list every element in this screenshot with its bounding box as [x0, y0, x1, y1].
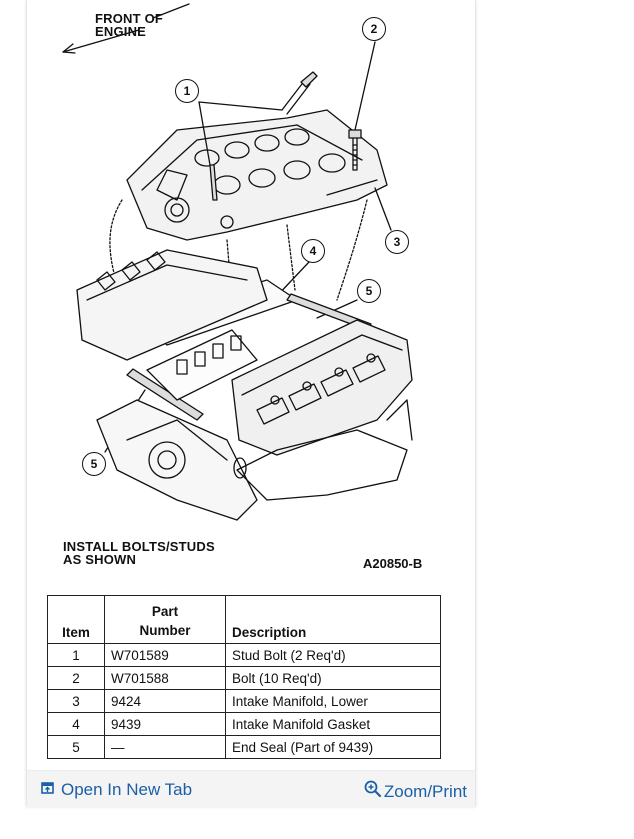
cell-part-number: W701589: [104, 643, 226, 667]
table-row: 2 W701588 Bolt (10 Req'd): [47, 666, 441, 690]
zoom-in-icon: [364, 780, 382, 803]
cell-part-number: W701588: [104, 666, 226, 690]
header-part-number: Part Number: [104, 595, 226, 644]
parts-table: Item Part Number Description 1 W701589 S…: [47, 595, 441, 759]
footer-bar: Open In New Tab Zoom/Print: [27, 770, 475, 807]
callout-5-left: 5: [82, 452, 106, 476]
cell-description: Stud Bolt (2 Req'd): [225, 643, 441, 667]
callout-1: 1: [175, 79, 199, 103]
install-note: INSTALL BOLTS/STUDS AS SHOWN: [63, 540, 263, 566]
cell-description: Intake Manifold Gasket: [225, 712, 441, 736]
cell-description: Bolt (10 Req'd): [225, 666, 441, 690]
zoom-print-link[interactable]: Zoom/Print: [364, 780, 467, 803]
cell-description: End Seal (Part of 9439): [225, 735, 441, 759]
cell-item: 2: [47, 666, 105, 690]
cell-part-number: —: [104, 735, 226, 759]
engine-illustration: [62, 3, 413, 521]
cell-description: Intake Manifold, Lower: [225, 689, 441, 713]
front-label-line-1: FRONT OF: [95, 11, 164, 26]
open-in-new-tab-icon: [41, 780, 55, 800]
callout-4: 4: [301, 239, 325, 263]
header-part-line-2: Number: [139, 623, 191, 638]
install-note-line-1: INSTALL BOLTS/STUDS: [63, 539, 215, 554]
table-row: 3 9424 Intake Manifold, Lower: [47, 689, 441, 713]
cell-part-number: 9424: [104, 689, 226, 713]
front-label-line-2: ENGINE: [95, 24, 147, 39]
open-in-new-tab-link[interactable]: Open In New Tab: [41, 780, 192, 800]
table-row: 5 — End Seal (Part of 9439): [47, 735, 441, 759]
open-in-new-tab-label: Open In New Tab: [61, 780, 193, 799]
zoom-print-label: Zoom/Print: [383, 781, 467, 801]
header-description: Description: [225, 595, 441, 644]
figure-id: A20850-B: [363, 556, 423, 571]
front-of-engine-label: FRONT OF ENGINE: [95, 12, 185, 38]
cell-part-number: 9439: [104, 712, 226, 736]
content-panel: FRONT OF ENGINE 1 2 3 4 5 5 INSTALL BOLT…: [26, 0, 476, 807]
cell-item: 4: [47, 712, 105, 736]
callout-2: 2: [362, 17, 386, 41]
header-part-line-1: Part: [151, 604, 179, 619]
table-row: 1 W701589 Stud Bolt (2 Req'd): [47, 643, 441, 667]
header-item: Item: [47, 595, 105, 644]
cell-item: 5: [47, 735, 105, 759]
table-row: 4 9439 Intake Manifold Gasket: [47, 712, 441, 736]
engine-diagram: FRONT OF ENGINE 1 2 3 4 5 5 INSTALL BOLT…: [27, 0, 475, 590]
cell-item: 3: [47, 689, 105, 713]
cell-item: 1: [47, 643, 105, 667]
install-note-line-2: AS SHOWN: [63, 552, 137, 567]
parts-table-header-row: Item Part Number Description: [47, 595, 441, 644]
callout-5-right: 5: [357, 279, 381, 303]
callout-3: 3: [385, 230, 409, 254]
